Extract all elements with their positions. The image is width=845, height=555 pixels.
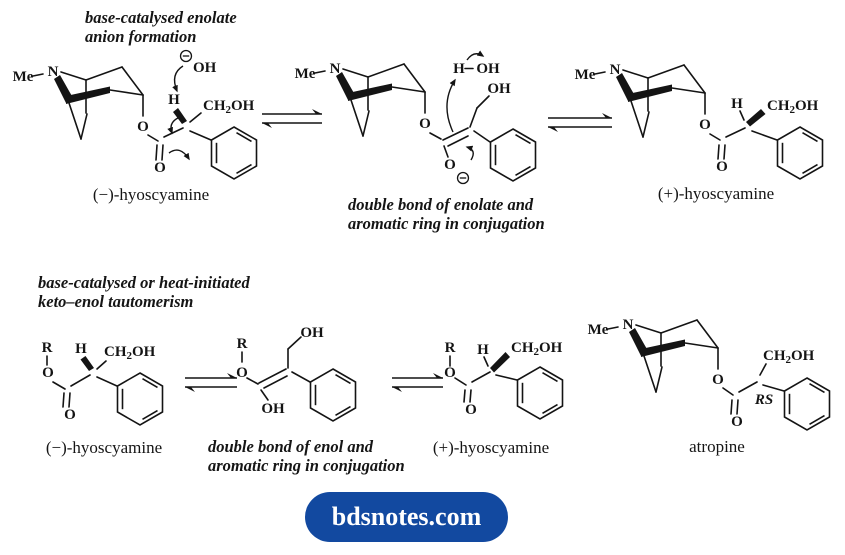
atom-label-h: H xyxy=(731,96,743,112)
annotation-line: base-catalysed or heat-initiated xyxy=(38,273,250,292)
tropane-skeleton xyxy=(586,316,725,393)
atom-label-o: O xyxy=(731,414,743,430)
wedge-bond-ch2oh xyxy=(746,109,766,127)
annotation-enolate-conjugation: double bond of enolate and aromatic ring… xyxy=(348,195,545,233)
annotation-enol-conjugation: double bond of enol and aromatic ring in… xyxy=(208,437,405,475)
atom-label-o: O xyxy=(465,402,477,418)
structure-plus-hyoscyamine-top: O H CH2OH xyxy=(573,61,824,180)
annotation-tautomerism: base-catalysed or heat-initiated keto–en… xyxy=(38,273,250,311)
atom-label-ch2oh: CH2OH xyxy=(767,98,819,116)
annotation-line: double bond of enolate and xyxy=(348,195,534,214)
annotation-line: anion formation xyxy=(85,27,197,46)
curved-electron-arrow xyxy=(465,145,474,161)
equilibrium-arrow xyxy=(262,109,322,128)
tropane-skeleton xyxy=(293,60,432,137)
hydroxide-ion: OH xyxy=(179,49,217,76)
atom-label-h: H xyxy=(477,342,489,358)
atom-label-oh: OH xyxy=(193,60,217,76)
atom-label-ch2oh: CH2OH xyxy=(511,340,563,358)
annotation-line: aromatic ring in conjugation xyxy=(208,456,405,475)
phenyl-ring xyxy=(783,377,831,431)
atom-label-o: O xyxy=(716,159,728,175)
atom-label-r: R xyxy=(445,340,456,356)
structure-enolate: O OH H OH xyxy=(293,50,537,185)
structure-minus-hyoscyamine-top: O H CH2OH OH xyxy=(11,49,258,180)
wedge-bond-h xyxy=(80,356,94,371)
atom-label-o: O xyxy=(236,365,248,381)
atom-label-h: H xyxy=(168,92,180,108)
curved-electron-arrow xyxy=(168,149,190,161)
stereo-label-rs: RS xyxy=(754,392,773,408)
atom-label-h: H xyxy=(453,61,465,77)
wedge-bond-h xyxy=(173,108,187,124)
curved-electron-arrow xyxy=(167,116,181,135)
enolate-charge xyxy=(456,171,470,185)
equilibrium-arrow xyxy=(392,373,443,392)
atom-label-ch2oh: CH2OH xyxy=(104,344,156,362)
structure-enol: R O OH OH xyxy=(236,325,357,422)
atom-label-o: O xyxy=(154,160,166,176)
curved-electron-arrow xyxy=(172,65,184,93)
phenyl-ring xyxy=(210,126,258,180)
site-banner[interactable]: bdsnotes.com xyxy=(305,492,508,542)
structure-atropine: O RS CH2OH xyxy=(586,316,831,431)
phenyl-ring xyxy=(309,368,357,422)
site-banner-label: bdsnotes.com xyxy=(331,502,482,531)
atom-label-o: O xyxy=(64,407,76,423)
compound-label-minus-hyoscyamine: (−)-hyoscyamine xyxy=(92,185,210,204)
equilibrium-arrow xyxy=(548,113,612,132)
curved-electron-arrow xyxy=(466,50,485,61)
atom-label-ch2oh: CH2OH xyxy=(763,348,815,366)
phenyl-ring xyxy=(116,372,164,426)
atom-label-oh: OH xyxy=(300,325,324,341)
atom-label-o: O xyxy=(42,365,54,381)
compound-label-atropine: atropine xyxy=(689,437,745,456)
tropane-skeleton xyxy=(573,61,712,138)
structure-minus-hyoscyamine-bottom: R O O H CH2OH xyxy=(42,340,164,426)
atom-label-o: O xyxy=(444,157,456,173)
compound-label-minus-hyoscyamine: (−)-hyoscyamine xyxy=(45,438,163,457)
wedge-bond-ch2oh xyxy=(490,352,510,373)
annotation-line: keto–enol tautomerism xyxy=(38,292,194,311)
compound-label-plus-hyoscyamine: (+)-hyoscyamine xyxy=(657,184,775,203)
atom-label-r: R xyxy=(42,340,53,356)
atom-label-oh: OH xyxy=(261,401,285,417)
atom-label-o: O xyxy=(444,365,456,381)
phenyl-ring xyxy=(516,366,564,420)
atom-label-oh: OH xyxy=(487,81,511,97)
phenyl-ring xyxy=(776,126,824,180)
annotation-line: base-catalysed enolate xyxy=(85,8,237,27)
tropane-skeleton xyxy=(11,63,150,140)
annotation-enolate-formation: base-catalysed enolate anion formation xyxy=(85,8,237,46)
annotation-line: double bond of enol and xyxy=(208,437,374,456)
curved-electron-arrow xyxy=(446,78,456,133)
equilibrium-arrow xyxy=(185,373,237,392)
atom-label-r: R xyxy=(237,336,248,352)
atom-label-h: H xyxy=(75,341,87,357)
compound-label-plus-hyoscyamine: (+)-hyoscyamine xyxy=(432,438,550,457)
annotation-line: aromatic ring in conjugation xyxy=(348,214,545,233)
structure-plus-hyoscyamine-bottom: R O O H CH2OH xyxy=(444,340,564,420)
atom-label-ch2oh: CH2OH xyxy=(203,98,255,116)
phenyl-ring xyxy=(489,128,537,182)
atom-label-oh: OH xyxy=(476,61,500,77)
